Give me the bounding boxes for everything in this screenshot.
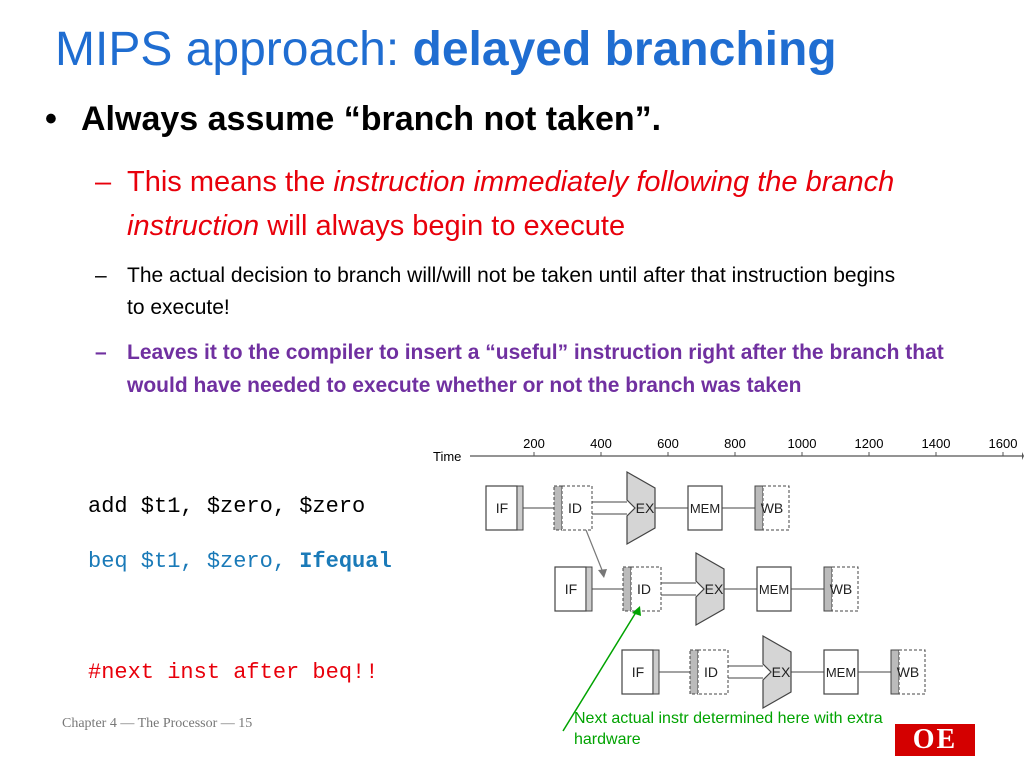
if-latch (516, 485, 524, 531)
sub-bullet-1-text: This means the instruction immediately f… (127, 160, 987, 248)
note-pointer-line (562, 608, 639, 732)
if-stage-box (554, 566, 587, 612)
id-stage-label: ID (568, 500, 582, 516)
pipeline-row: IF ID EX MEM WB (554, 551, 859, 627)
title-bold: delayed branching (412, 23, 837, 76)
pipeline-row: IF ID EX MEM WB (621, 634, 926, 710)
sub1-part-a: This means the (127, 166, 334, 198)
time-tick-label: 200 (523, 436, 545, 451)
time-ticks: 200 400 600 800 1000 1200 1400 1600 (523, 436, 1017, 456)
sub1-part-b: instruction immediately following the br… (127, 166, 895, 242)
ex-stage-alu (695, 551, 725, 627)
forward-arrow-head-icon (598, 569, 607, 578)
ex-stage-alu (762, 634, 792, 710)
time-tick-label: 800 (724, 436, 746, 451)
time-tick-label: 600 (657, 436, 679, 451)
time-label: Time (433, 449, 461, 464)
time-tick-label: 1000 (788, 436, 817, 451)
id-latch (689, 649, 699, 695)
slide-title: MIPS approach: delayed branching (55, 22, 837, 77)
mem-stage-box (823, 649, 859, 695)
hardware-note: Next actual instr determined here with e… (574, 710, 883, 748)
id-stage-box (630, 566, 662, 612)
main-bullet-text: Always assume “branch not taken”. (81, 100, 662, 138)
publisher-logo: OE (895, 724, 975, 756)
if-stage-label: IF (632, 664, 644, 680)
bullet-dot-icon: • (45, 100, 57, 138)
id-latch (622, 566, 632, 612)
time-tick-label: 1200 (855, 436, 884, 451)
ex-stage-alu (626, 470, 656, 546)
id-stage-label: ID (637, 581, 651, 597)
time-tick-label: 1400 (922, 436, 951, 451)
time-axis-arrow-icon (1022, 452, 1024, 460)
id-stage-label: ID (704, 664, 718, 680)
code-line-comment: #next inst after beq!! (88, 660, 379, 685)
time-axis: Time 200 400 600 800 1000 1200 1400 1600 (433, 436, 1024, 464)
code-line-add: add $t1, $zero, $zero (88, 494, 366, 519)
time-tick-label: 1600 (989, 436, 1018, 451)
mem-stage-label: MEM (690, 501, 720, 516)
wb-stage-box (762, 485, 790, 531)
pipeline-rows: IF ID EX MEM WB IF ID EX MEM WB IF ID EX MEM WB (485, 470, 926, 710)
id-stage-box (697, 649, 729, 695)
sub-bullet-3-text: Leaves it to the compiler to insert a “u… (127, 341, 944, 397)
sub-bullet-2-text: The actual decision to branch will/will … (127, 264, 896, 319)
wb-stage-label: WB (897, 664, 920, 680)
wb-stage-label: WB (761, 500, 784, 516)
dash-icon: – (95, 264, 107, 287)
mem-stage-label: MEM (759, 582, 789, 597)
if-stage-box (485, 485, 518, 531)
if-stage-label: IF (565, 581, 577, 597)
ex-stage-label: EX (705, 581, 724, 597)
dash-icon: – (95, 341, 107, 364)
wb-stage-label: WB (830, 581, 853, 597)
note-pointer-head-icon (632, 606, 641, 616)
slide-footer: Chapter 4 — The Processor — 15 (62, 716, 253, 731)
pipeline-row: IF ID EX MEM WB (485, 470, 790, 546)
code-beq-label: Ifequal (299, 549, 392, 574)
wb-stage-box (831, 566, 859, 612)
if-latch (652, 649, 660, 695)
forward-arrow (585, 529, 605, 576)
ex-stage-label: EX (772, 664, 791, 680)
id-stage-box (561, 485, 593, 531)
logo-text: OE (912, 724, 958, 755)
mem-stage-label: MEM (826, 665, 856, 680)
title-prefix: MIPS approach: (55, 23, 413, 76)
if-stage-label: IF (496, 500, 508, 516)
ex-stage-label: EX (636, 500, 655, 516)
id-latch (553, 485, 563, 531)
main-bullet: • Always assume “branch not taken”. (45, 100, 661, 139)
dash-icon: – (95, 166, 112, 198)
code-beq-text: beq $t1, $zero, (88, 549, 300, 574)
if-latch (585, 566, 593, 612)
time-tick-label: 400 (590, 436, 612, 451)
code-line-beq: beq $t1, $zero, Ifequal (88, 549, 392, 574)
sub1-part-c: will always begin to execute (259, 210, 626, 242)
wb-stage-box (898, 649, 926, 695)
